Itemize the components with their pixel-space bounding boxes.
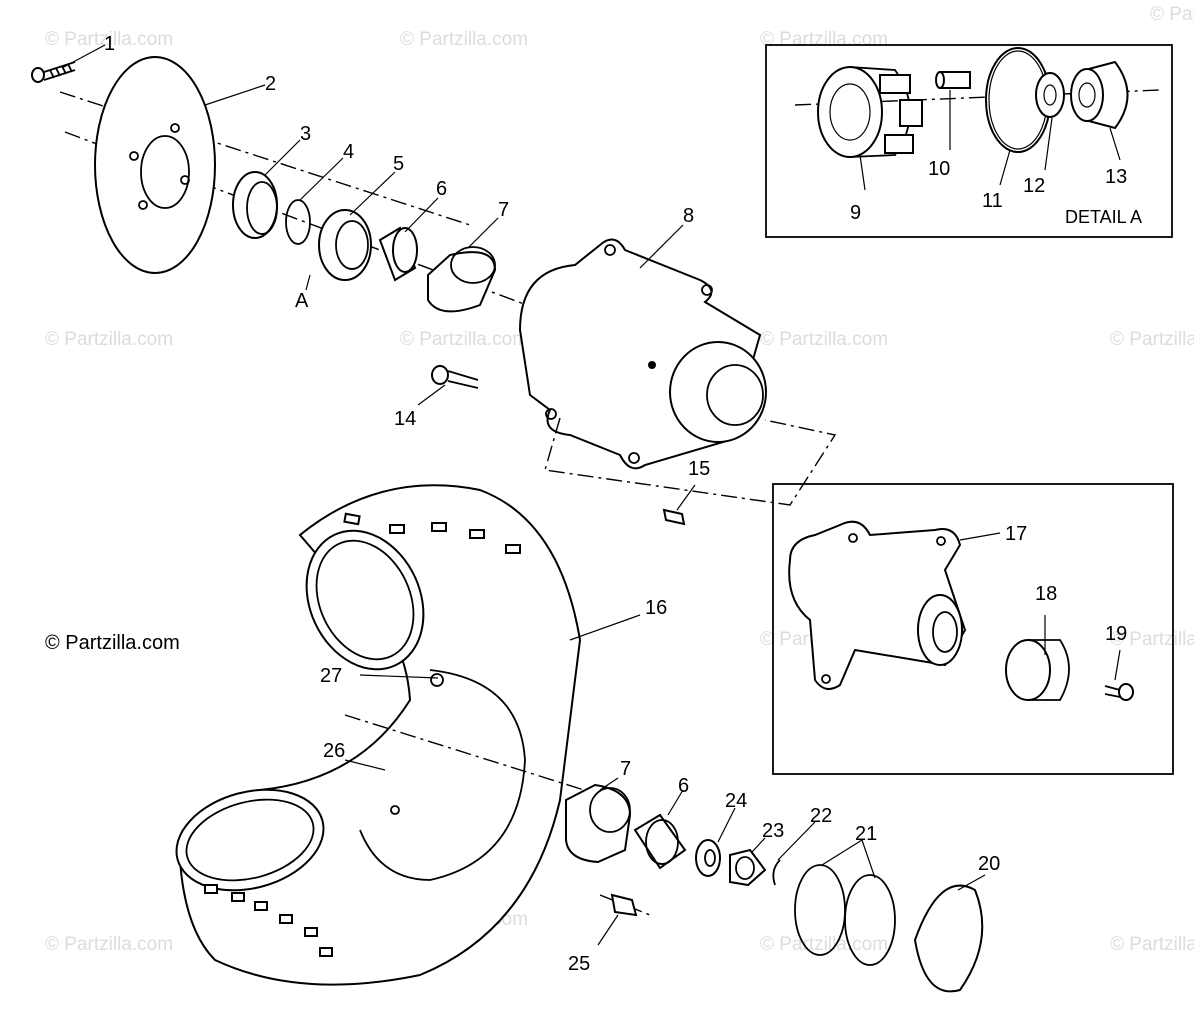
watermark: © Partzilla.com (45, 329, 173, 350)
detail-a-label: DETAIL A (1065, 207, 1142, 227)
hub-ring-part-5 (318, 209, 372, 281)
callout-24: 24 (725, 790, 747, 812)
callout-letter-a: A (295, 290, 309, 312)
callout-22: 22 (810, 805, 832, 827)
hub-part-8 (518, 238, 767, 470)
copyright-text: © Partzilla.com (45, 632, 180, 654)
nut-part-23 (729, 848, 767, 887)
callout-10: 10 (928, 158, 950, 180)
alternate-hub-box (772, 483, 1174, 775)
watermark: © Partzilla.com (1110, 934, 1194, 955)
washer-part-24 (695, 839, 721, 877)
seal-part-3 (232, 171, 278, 239)
callout-26: 26 (323, 740, 345, 762)
tire-part-16 (175, 484, 582, 986)
hub-part-17 (788, 520, 967, 690)
callout-7-lower: 7 (620, 758, 631, 780)
bearing-part-6-lower (633, 813, 687, 870)
callout-13: 13 (1105, 166, 1127, 188)
watermark: © Partzilla.com (45, 29, 173, 50)
callout-4: 4 (343, 141, 354, 163)
snap-ring-part-4 (285, 199, 311, 245)
callout-14: 14 (394, 408, 416, 430)
callout-11: 11 (982, 190, 1003, 212)
callout-16: 16 (645, 597, 667, 619)
callout-2: 2 (265, 73, 276, 95)
cap-part-18 (1005, 639, 1070, 701)
hub-cap-part-20 (913, 884, 984, 993)
bearing-race-part-7-lower (565, 783, 632, 864)
bearing-part-6 (378, 226, 418, 282)
callout-18: 18 (1035, 583, 1057, 605)
watermark: © Partzilla.com (1110, 329, 1194, 350)
callout-12: 12 (1023, 175, 1045, 197)
bearing-race-part-7 (427, 246, 497, 313)
tread-blocks (204, 512, 521, 957)
watermark: © Partzilla.com (45, 934, 173, 955)
callout-27: 27 (320, 665, 342, 687)
callout-23: 23 (762, 820, 784, 842)
o-ring-part-21b (844, 874, 896, 966)
brake-disc-part-2 (94, 56, 216, 274)
callout-7-upper: 7 (498, 199, 509, 221)
callout-8: 8 (683, 205, 694, 227)
callout-25: 25 (568, 953, 590, 975)
detail-a-box: DETAIL A (765, 44, 1173, 238)
pin-part-10 (935, 71, 971, 89)
callout-1: 1 (104, 33, 115, 55)
callout-15: 15 (688, 458, 710, 480)
grease-fitting-part-15 (662, 508, 686, 526)
watermark: © Partzilla.com (760, 329, 888, 350)
bolt-part-19 (1104, 683, 1134, 701)
callout-5: 5 (393, 153, 404, 175)
watermark: © Partzilla.com (760, 934, 888, 955)
hub-lock-part-9 (817, 66, 923, 158)
callout-19: 19 (1105, 623, 1127, 645)
watermark: © Partzilla.com (760, 29, 888, 50)
callout-labels: 1 2 3 4 5 6 7 8 A 9 10 11 12 13 14 15 16… (104, 33, 1127, 975)
callout-3: 3 (300, 123, 311, 145)
watermark: © Partzilla.com (1150, 4, 1194, 25)
cotter-pin-part-22 (772, 859, 781, 886)
callout-6-upper: 6 (436, 178, 447, 200)
watermark: © Partzilla.com (400, 329, 528, 350)
callout-17: 17 (1005, 523, 1027, 545)
bolt-part-1 (31, 61, 76, 83)
washer-part-12 (1035, 72, 1065, 118)
callout-9: 9 (850, 202, 861, 224)
leader-lines (61, 44, 1121, 946)
callout-20: 20 (978, 853, 1000, 875)
nut-part-13 (1070, 60, 1129, 130)
callout-6-lower: 6 (678, 775, 689, 797)
valve-part-25 (610, 893, 638, 917)
callout-21: 21 (855, 823, 877, 845)
watermark: © Partzilla.com (400, 29, 528, 50)
bolt-part-14 (431, 365, 479, 389)
